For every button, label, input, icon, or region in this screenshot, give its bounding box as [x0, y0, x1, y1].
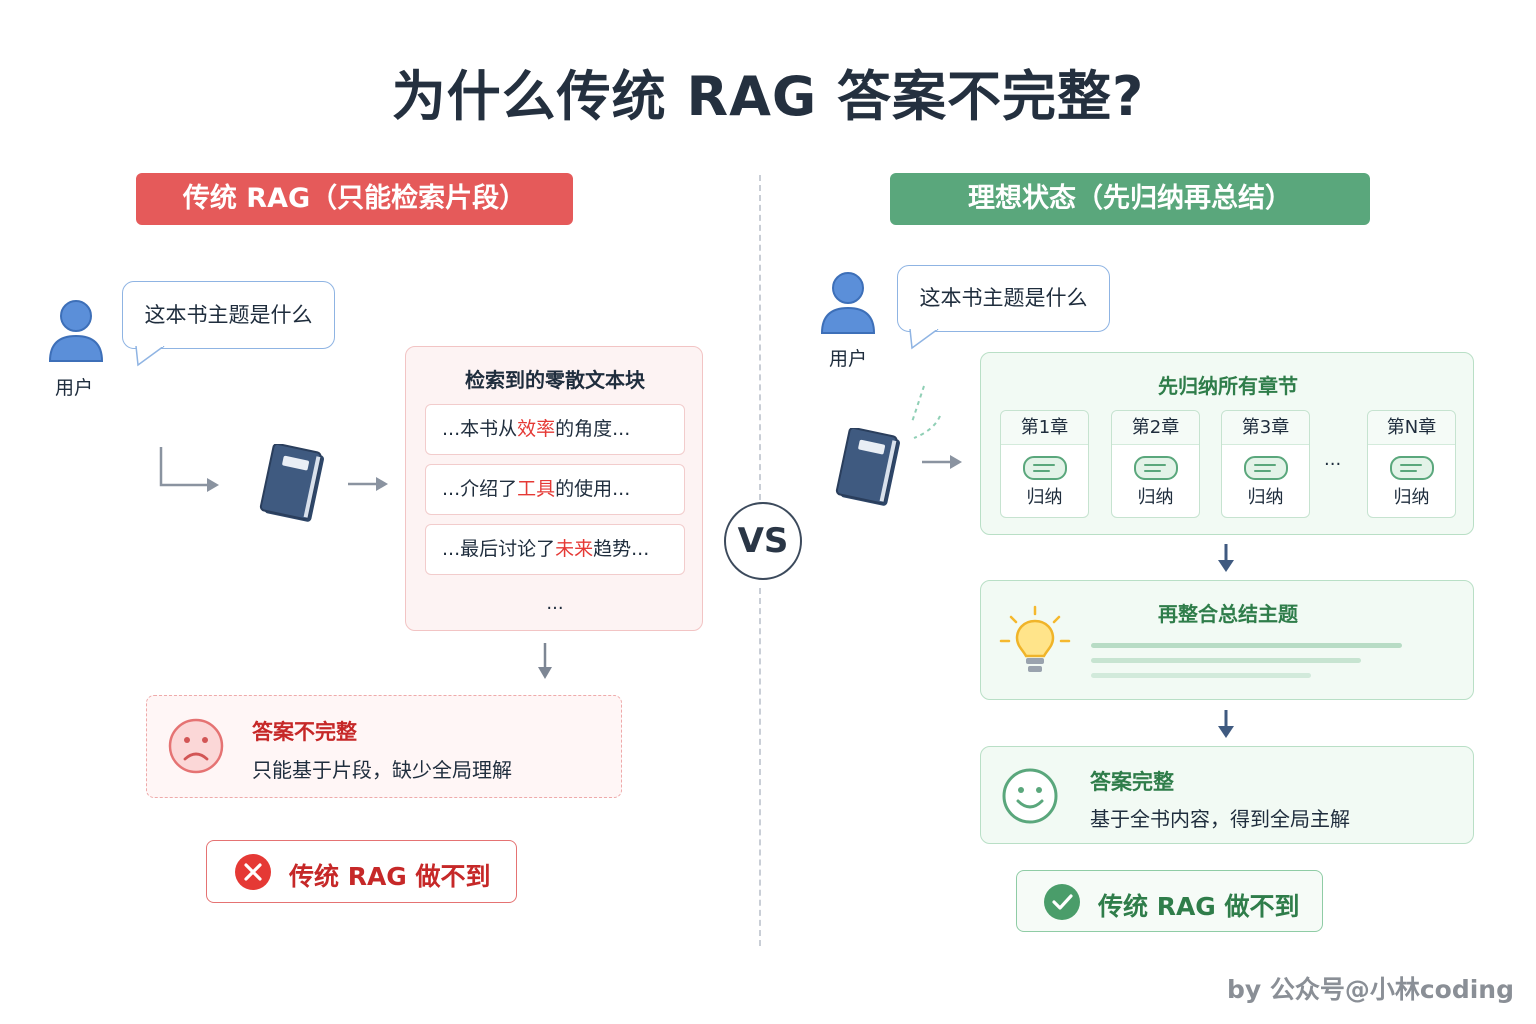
success-title: 答案完整 [1090, 770, 1174, 794]
chapter-card: 第2章 归纳 [1111, 410, 1200, 518]
chapter-card: 第1章 归纳 [1000, 410, 1089, 518]
summary-line [1091, 673, 1311, 678]
ideal-state-header: 理想状态（先归纳再总结） [890, 173, 1370, 225]
integrate-theme-panel: 再整合总结主题 [980, 580, 1474, 700]
text-chunk: ...最后讨论了未来趋势... [425, 524, 685, 575]
chapter-name: 第2章 [1112, 411, 1199, 445]
divider-line-bottom [759, 588, 761, 946]
summary-note-icon [1133, 456, 1178, 480]
user-label: 用户 [829, 348, 868, 370]
more-ellipsis: ... [546, 593, 564, 614]
arrow-down-icon [1218, 544, 1234, 572]
retrieved-chunks-panel: 检索到的零散文本块 ...本书从效率的角度... ...介绍了工具的使用... … [405, 346, 703, 631]
fail-description: 只能基于片段，缺少全局理解 [252, 758, 512, 782]
summary-note-icon [1389, 456, 1434, 480]
sparkle-lines-icon [911, 385, 941, 439]
flow-arrow-right [922, 455, 962, 469]
chapter-ellipsis: ... [1324, 449, 1342, 470]
sad-face-icon [168, 718, 224, 774]
step2-title: 再整合总结主题 [1158, 602, 1298, 626]
book-icon [259, 444, 324, 522]
chapter-action: 归纳 [1137, 487, 1174, 508]
question-text: 这本书主题是什么 [144, 303, 313, 327]
flow-arrow-right [348, 477, 388, 491]
divider-line-top [759, 175, 761, 500]
chapter-name: 第N章 [1368, 411, 1455, 445]
vs-badge: VS [724, 502, 802, 580]
complete-answer-box: 答案完整 基于全书内容，得到全局主解 [980, 746, 1474, 844]
flow-arrow-elbow [159, 447, 219, 492]
result-text: 传统 RAG 做不到 [1098, 892, 1300, 921]
user-icon [48, 300, 104, 362]
smile-face-icon [1002, 768, 1058, 824]
chapter-card: 第3章 归纳 [1221, 410, 1310, 518]
question-bubble: 这本书主题是什么 [122, 281, 335, 349]
question-bubble: 这本书主题是什么 [897, 265, 1110, 332]
chapter-name: 第3章 [1222, 411, 1309, 445]
text-chunk: ...本书从效率的角度... [425, 404, 685, 455]
bubble-tail [909, 329, 939, 350]
bubble-tail [135, 346, 165, 367]
fail-title: 答案不完整 [252, 720, 357, 744]
text-chunk: ...介绍了工具的使用... [425, 464, 685, 515]
author-credit: by 公众号@小林coding [1226, 975, 1514, 1004]
chapter-action: 归纳 [1026, 487, 1063, 508]
book-icon [835, 428, 900, 506]
incomplete-answer-box: 答案不完整 只能基于片段，缺少全局理解 [146, 695, 622, 798]
question-text: 这本书主题是什么 [919, 286, 1088, 310]
summary-line [1091, 643, 1402, 648]
summarize-chapters-panel: 先归纳所有章节 第1章 归纳 第2章 归纳 第3章 归纳 ... 第N章 归纳 [980, 352, 1474, 535]
arrow-down-icon [538, 643, 552, 679]
traditional-rag-result-badge: 传统 RAG 做不到 [206, 840, 517, 903]
result-text: 传统 RAG 做不到 [289, 862, 491, 891]
chapter-action: 归纳 [1247, 487, 1284, 508]
success-description: 基于全书内容，得到全局主解 [1090, 807, 1350, 831]
panel-title: 检索到的零散文本块 [465, 368, 645, 392]
chapter-name: 第1章 [1001, 411, 1088, 445]
chapter-card: 第N章 归纳 [1367, 410, 1456, 518]
user-label: 用户 [55, 377, 94, 399]
ideal-result-badge: 传统 RAG 做不到 [1016, 870, 1323, 932]
page-title: 为什么传统 RAG 答案不完整? [391, 65, 1145, 128]
x-circle-icon [235, 854, 271, 890]
step1-title: 先归纳所有章节 [1158, 374, 1298, 398]
check-circle-icon [1044, 884, 1080, 920]
traditional-rag-header: 传统 RAG（只能检索片段） [136, 173, 573, 225]
summary-note-icon [1243, 456, 1288, 480]
chapter-action: 归纳 [1393, 487, 1430, 508]
summary-note-icon [1022, 456, 1067, 480]
summary-line [1091, 658, 1361, 663]
user-icon [820, 272, 876, 334]
lightbulb-icon [999, 605, 1071, 672]
arrow-down-icon [1218, 710, 1234, 738]
